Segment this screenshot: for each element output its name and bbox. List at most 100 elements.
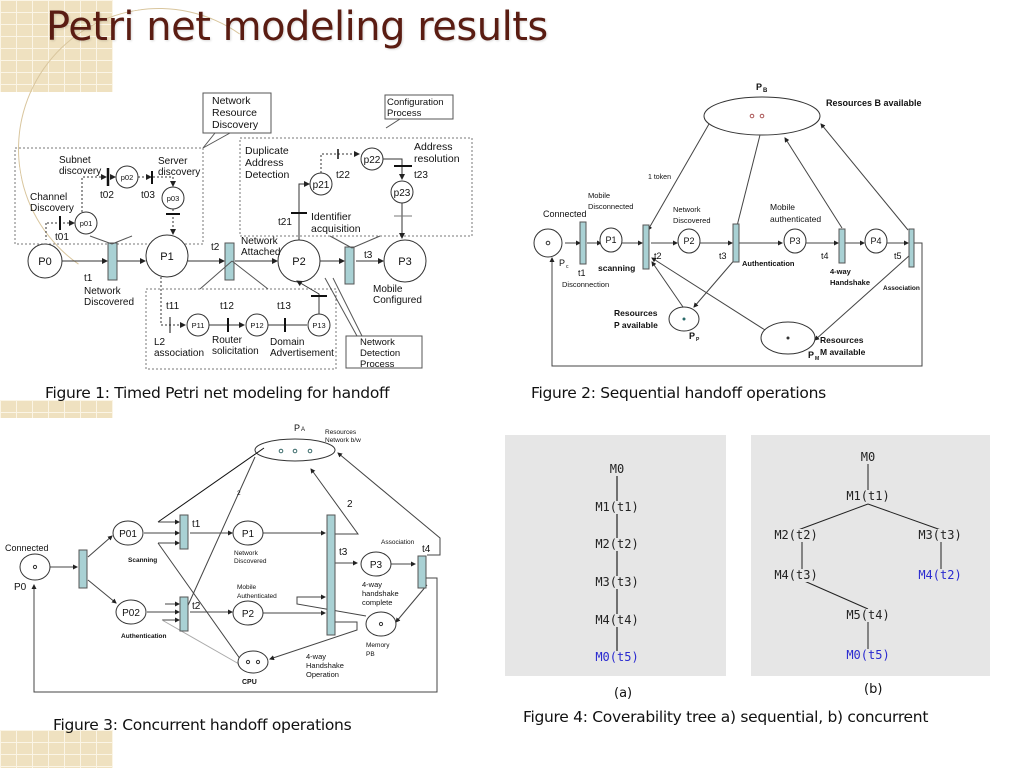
place-P12: P12 [245,313,269,337]
svg-text:t3: t3 [719,251,727,261]
tree-a-node: M4(t4) [595,613,639,627]
svg-text:P: P [689,331,695,341]
tree-a-node: M3(t3) [595,575,639,589]
svg-text:p02: p02 [121,173,134,182]
svg-text:handshake: handshake [362,589,399,598]
svg-text:Authentication: Authentication [742,259,795,268]
coverability-tree-a: M0 M1(t1) M2(t2) M3(t3) M4(t4) M0(t5) [505,435,726,676]
svg-text:Configuration: Configuration [387,97,444,108]
svg-text:Resources B available: Resources B available [826,98,922,108]
tree-a-leaf-node: M0(t5) [595,650,639,664]
svg-text:Network: Network [212,95,251,107]
transition-t4 [838,228,846,264]
place-p01: p01 [74,211,98,235]
svg-text:p01: p01 [80,219,93,228]
figure-3-caption: Figure 3: Concurrent handoff operations [53,716,352,734]
configuration-process-region [239,137,473,237]
svg-text:Address: Address [245,157,284,169]
svg-text:2: 2 [237,490,241,497]
decorative-grid-bottom [0,730,113,768]
svg-text:B: B [763,88,768,94]
svg-text:Disconnected: Disconnected [588,202,633,211]
figure-2-caption: Figure 2: Sequential handoff operations [531,384,826,402]
svg-text:P13: P13 [312,321,325,330]
svg-text:P1: P1 [242,529,255,540]
svg-text:Discovered: Discovered [84,297,134,308]
svg-text:solicitation: solicitation [212,346,259,357]
svg-text:Disconnection: Disconnection [562,280,609,289]
figure-1-timed-petri-net: Network Resource Discovery Configuration… [14,92,473,370]
svg-text:t3: t3 [339,547,348,558]
place-P0 [19,553,51,581]
svg-text:t02: t02 [100,190,114,201]
place-P2: P2 [232,600,264,626]
svg-text:t2: t2 [211,242,220,253]
transition-t2 [642,224,650,270]
svg-text:t23: t23 [414,170,428,181]
tree-b-edge [801,579,869,610]
svg-text:Network: Network [84,286,122,297]
place-P01: P01 [112,520,144,546]
tree-b-edge [867,503,942,531]
svg-text:Address: Address [414,141,453,153]
svg-text:t12: t12 [220,301,234,312]
svg-text:Network: Network [241,236,279,247]
tree-b-edge [797,503,869,531]
tree-a-node: M2(t2) [595,537,639,551]
figure-4-caption: Figure 4: Coverability tree a) sequentia… [523,708,929,726]
transition-t3 [326,514,336,636]
svg-text:t03: t03 [141,190,155,201]
svg-text:Resources: Resources [820,335,864,345]
svg-text:Association: Association [381,539,415,546]
svg-text:Discovery: Discovery [30,203,74,214]
svg-text:CPU: CPU [242,679,257,686]
svg-text:complete: complete [362,598,392,607]
svg-text:Resources: Resources [614,308,658,318]
transition-t3 [344,246,355,285]
svg-text:P available: P available [614,320,658,330]
svg-text:t5: t5 [894,251,902,261]
svg-text:Network: Network [234,550,259,557]
svg-text:authenticated: authenticated [770,214,821,224]
transition-t1 [107,242,118,281]
svg-text:Scanning: Scanning [128,557,157,564]
tree-b-sublabel: (b) [864,682,883,697]
svg-text:Detection: Detection [360,348,400,359]
svg-text:t13: t13 [277,301,291,312]
svg-text:Resource: Resource [212,107,257,119]
svg-text:Mobile: Mobile [237,584,257,591]
place-P2: P2 [677,228,701,254]
tree-b-node: M4(t3) [774,568,818,582]
transition-t0 [78,549,88,589]
place-p03: p03 [161,186,185,210]
figure-1-caption: Figure 1: Timed Petri net modeling for h… [45,384,390,402]
place-P02: P02 [115,599,147,625]
svg-text:Network b/w: Network b/w [325,437,361,444]
svg-text:Subnet: Subnet [59,155,91,166]
tree-a-node: M0 [609,462,625,476]
svg-text:association: association [154,348,204,359]
svg-text:Mobile: Mobile [373,284,403,295]
svg-text:P12: P12 [250,321,263,330]
svg-text:p21: p21 [313,180,330,191]
svg-text:discovery: discovery [158,167,200,178]
svg-text:P3: P3 [398,256,411,268]
svg-text:A: A [301,427,305,433]
svg-text:Authentication: Authentication [121,633,167,640]
svg-text:P0: P0 [38,256,51,268]
svg-text:t1: t1 [192,519,201,530]
svg-text:Discovery: Discovery [212,119,259,131]
network-detection-region [145,288,337,370]
place-P1: P1 [599,227,623,253]
transition-t2 [224,242,235,281]
svg-text:P3: P3 [370,560,383,571]
coverability-tree-b: M0 M1(t1) M2(t2) M3(t3) M4(t3) M4(t2) M5… [751,435,990,676]
tree-b-node: M3(t3) [918,528,962,542]
place-P0: P0 [27,243,63,279]
place-P1: P1 [145,234,189,278]
